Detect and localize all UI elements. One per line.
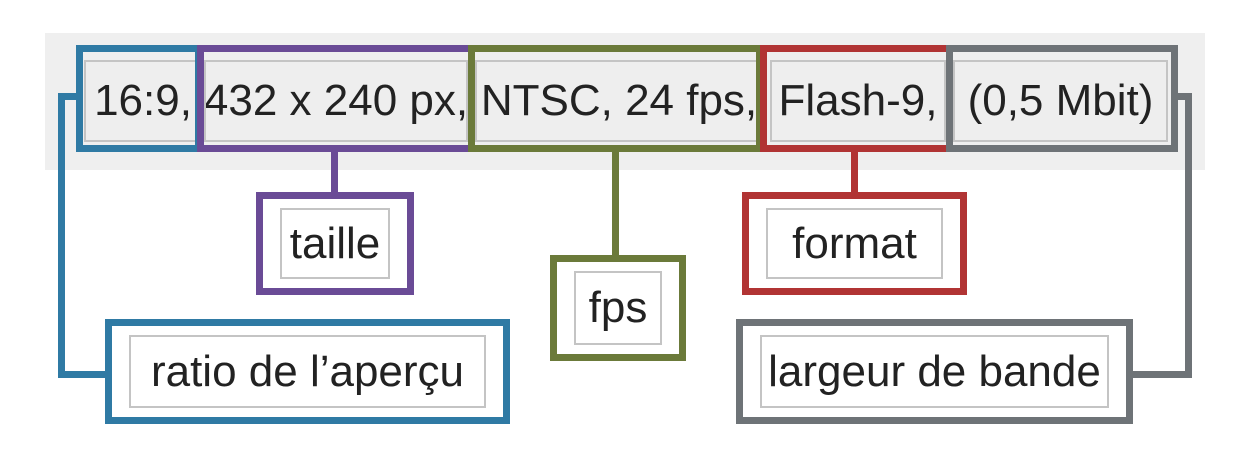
label-box-fps: fps bbox=[550, 255, 686, 361]
segment-size: 432 x 240 px, bbox=[204, 60, 468, 142]
label-box-bandwidth: largeur de bande bbox=[736, 319, 1133, 424]
segment-format-text: Flash-9, bbox=[778, 76, 938, 125]
label-format: format bbox=[766, 208, 943, 279]
connector-format bbox=[851, 150, 858, 195]
segment-bandwidth-frame bbox=[946, 45, 1178, 152]
connector-bandwidth-vertical bbox=[1185, 93, 1192, 378]
connector-size bbox=[331, 150, 338, 195]
label-bandwidth: largeur de bande bbox=[760, 335, 1109, 408]
label-size: taille bbox=[280, 208, 390, 279]
label-box-format: format bbox=[742, 192, 967, 295]
label-ratio: ratio de l’aperçu bbox=[129, 335, 486, 408]
label-box-size: taille bbox=[256, 192, 414, 295]
segment-format-frame bbox=[760, 45, 953, 152]
connector-fps bbox=[612, 150, 619, 258]
segment-fps-text: NTSC, 24 fps, bbox=[480, 76, 758, 125]
segment-bandwidth: (0,5 Mbit) bbox=[953, 60, 1168, 142]
label-fps: fps bbox=[574, 271, 662, 345]
segment-size-text: 432 x 240 px, bbox=[204, 76, 468, 125]
connector-ratio-top bbox=[58, 93, 83, 100]
segment-fps-frame bbox=[468, 45, 763, 152]
connector-bandwidth-bottom bbox=[1128, 371, 1192, 378]
segment-size-frame bbox=[197, 45, 475, 152]
segment-format: Flash-9, bbox=[770, 60, 946, 142]
segment-fps: NTSC, 24 fps, bbox=[475, 60, 763, 142]
segment-ratio-text: 16:9, bbox=[94, 76, 192, 125]
label-box-ratio: ratio de l’aperçu bbox=[105, 319, 510, 424]
connector-ratio-bottom bbox=[58, 371, 110, 378]
connector-ratio-vertical bbox=[58, 93, 65, 378]
segment-bandwidth-text: (0,5 Mbit) bbox=[967, 76, 1154, 125]
segment-ratio-frame bbox=[76, 45, 202, 152]
segment-ratio: 16:9, bbox=[84, 60, 202, 142]
